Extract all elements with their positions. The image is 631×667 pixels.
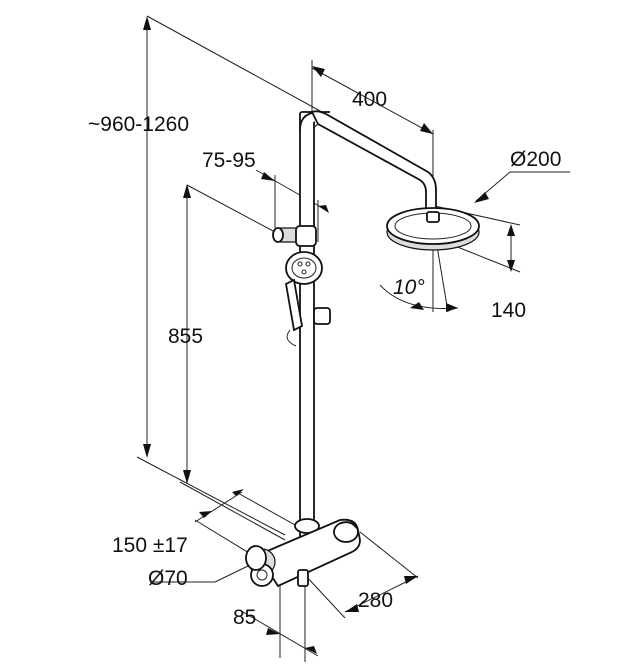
wall-bracket [272, 225, 317, 247]
thermostatic-mixer [256, 518, 361, 588]
tilt-angle-label: 10° [393, 276, 425, 299]
head-diameter-label: Ø200 [510, 148, 561, 171]
head-height-label: 140 [491, 299, 526, 322]
bracket-range-label: 75-95 [202, 149, 256, 172]
overhead-shower-head [386, 207, 480, 251]
slide-rail-height-label: 855 [168, 325, 203, 348]
wall-distance-label: 85 [233, 606, 256, 629]
wall-connector-escutcheon [245, 545, 276, 587]
mixer-length-label: 280 [358, 589, 393, 612]
dimension-labels: ~960-1260 400 75-95 Ø200 855 140 10° 150… [88, 88, 561, 629]
dimension-lines [143, 16, 515, 657]
hose [286, 329, 297, 347]
inlet-spacing-label: 150 ±17 [112, 534, 188, 557]
shower-riser-rail [299, 111, 330, 553]
total-height-label: ~960-1260 [88, 113, 189, 136]
hand-shower [284, 251, 331, 332]
escutcheon-diameter-label: Ø70 [148, 567, 188, 590]
arm-length-label: 400 [352, 88, 387, 111]
shower-arm [310, 110, 437, 213]
